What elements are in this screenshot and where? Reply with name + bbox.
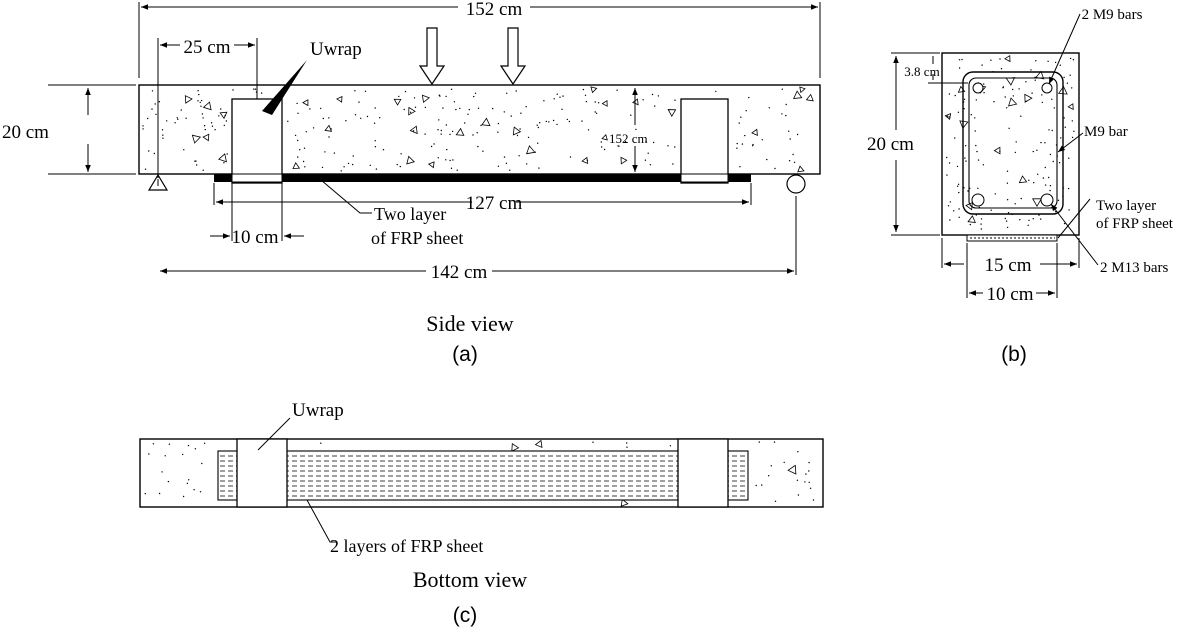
- dim-width-section: 15 cm: [985, 255, 1032, 276]
- dim-depth-section: 20 cm: [867, 134, 914, 155]
- uwrap-right-side: [680, 98, 729, 184]
- dim-depth-side: 20 cm: [2, 122, 49, 143]
- label-frp-section-1: Two layer: [1096, 198, 1156, 214]
- side-view-panel: 152 cm 25 cm Uwrap 20 cm 152 cm 127 cm 1…: [2, 0, 821, 366]
- uwrap-left-bottom: [236, 438, 288, 508]
- label-top-bars: 2 M9 bars: [1082, 7, 1143, 23]
- dim-cover: 3.8 cm: [904, 64, 939, 79]
- pin-support: [147, 173, 169, 191]
- top-bar-left: [972, 82, 984, 94]
- label-frp-side-1: Two layer: [374, 204, 446, 224]
- label-frp-bottom: 2 layers of FRP sheet: [330, 536, 483, 556]
- concrete-texture: [142, 86, 814, 173]
- dim-frp-width: 10 cm: [987, 284, 1034, 305]
- top-bar-right: [1041, 82, 1053, 94]
- caption-bottom-view: Bottom view: [413, 567, 527, 592]
- load-arrow-right: [499, 27, 527, 86]
- label-uwrap-side: Uwrap: [310, 39, 362, 60]
- roller-support: [786, 174, 806, 194]
- uwrap-left-side: [231, 98, 283, 184]
- load-arrow-left: [418, 27, 446, 86]
- panel-label-a: (a): [452, 343, 478, 366]
- label-uwrap-bottom: Uwrap: [292, 400, 344, 421]
- bottom-view-panel: Uwrap 2 layers of FRP sheet Bottom view …: [139, 400, 824, 627]
- label-bottom-bars: 2 M13 bars: [1100, 260, 1168, 276]
- dim-span-total: 152 cm: [466, 0, 523, 20]
- uwrap-right-bottom: [677, 438, 729, 508]
- frp-sheet-bottom: [217, 450, 749, 501]
- label-frp-side-2: of FRP sheet: [371, 228, 463, 248]
- dim-support-span: 142 cm: [431, 262, 488, 283]
- panel-label-b: (b): [1001, 343, 1027, 366]
- dim-uwrap-width: 10 cm: [232, 227, 279, 248]
- dim-shear-span: 25 cm: [184, 37, 231, 58]
- bottom-bar-right: [1040, 193, 1054, 207]
- caption-side-view: Side view: [426, 311, 513, 336]
- label-stirrup: M9 bar: [1084, 124, 1128, 140]
- frp-strip-side: [214, 174, 751, 182]
- cross-section-panel: 2 M9 bars 3.8 cm 20 cm M9 bar Two layer …: [867, 7, 1174, 366]
- dim-mid-depth: 152 cm: [609, 131, 648, 146]
- dim-frp-length: 127 cm: [466, 193, 523, 214]
- label-frp-section-2: of FRP sheet: [1096, 216, 1174, 232]
- uwrap-leader-arrow: [262, 60, 307, 115]
- panel-label-c: (c): [453, 604, 478, 627]
- bottom-bar-left: [971, 193, 985, 207]
- stirrup: [962, 71, 1064, 215]
